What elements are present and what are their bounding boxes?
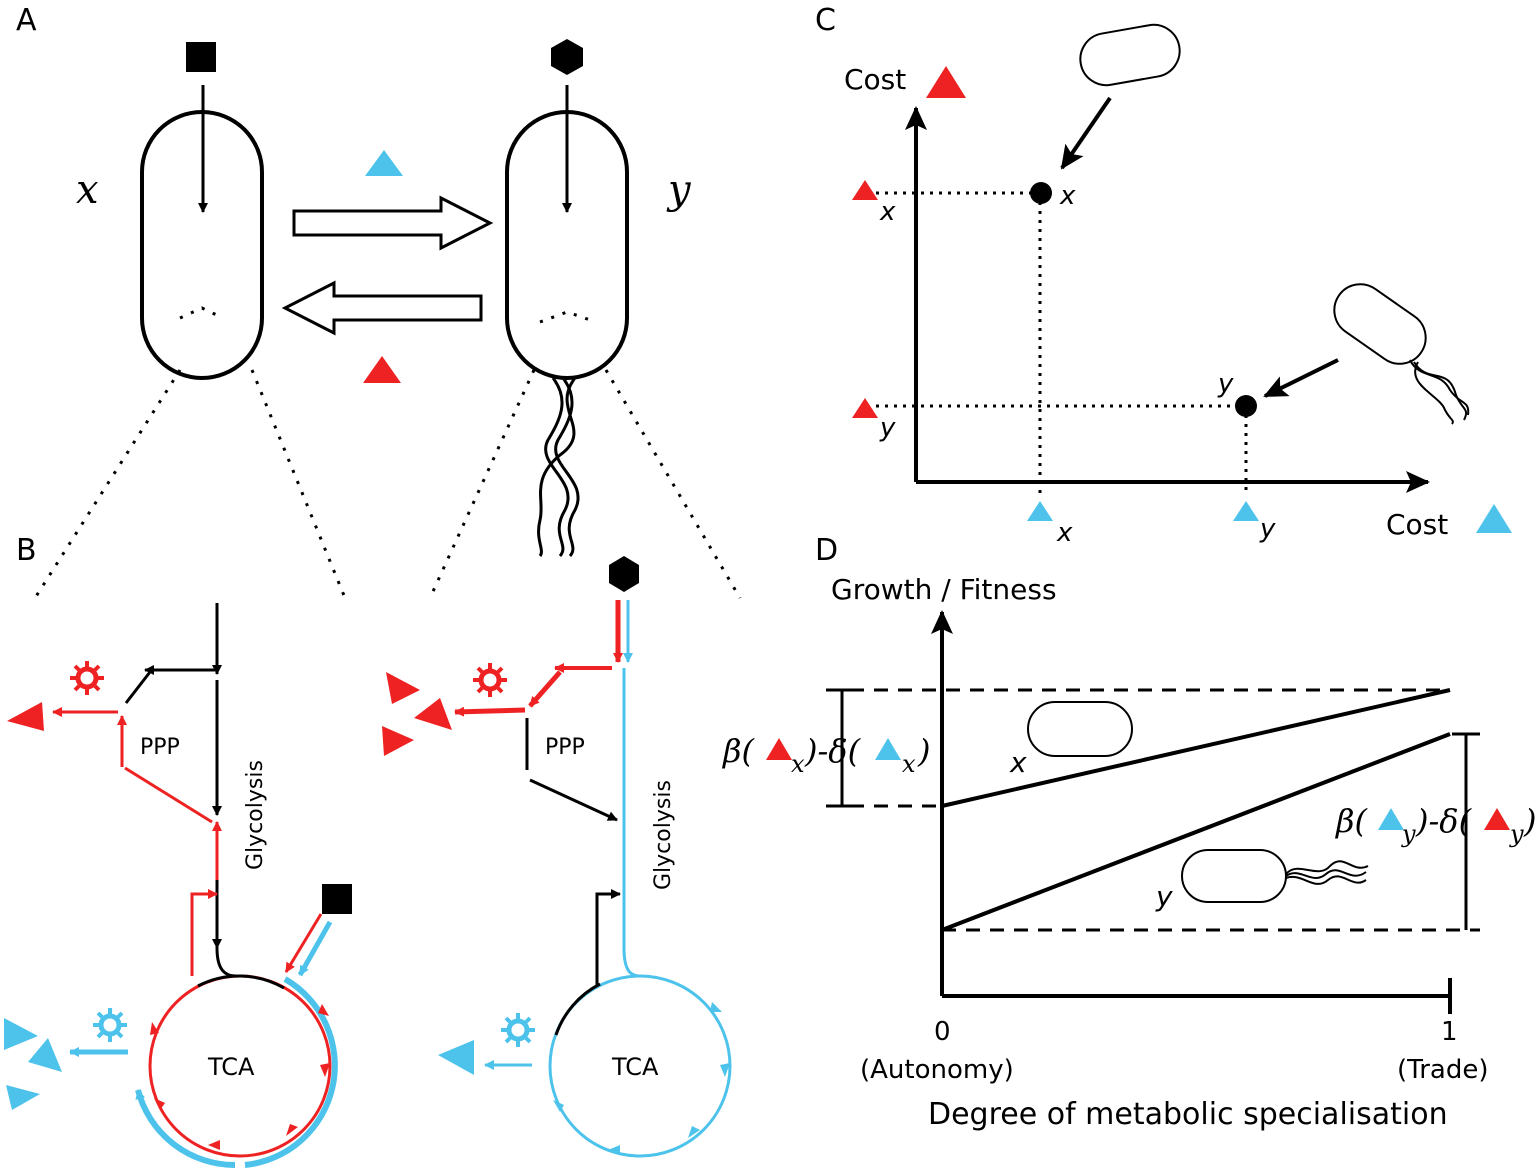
c-tick-x-y-icon xyxy=(1233,501,1259,521)
tca-label-x: TCA xyxy=(207,1053,255,1081)
d-line-x xyxy=(941,688,1451,808)
c-y-axis-label: Cost xyxy=(844,63,906,96)
exchange-arrow-x-to-y xyxy=(292,195,494,251)
chart-c: Cost Cost x y x y x y xyxy=(844,23,1512,548)
c-guides xyxy=(876,191,1248,496)
cell-x xyxy=(140,110,264,380)
substrate-hexagon-icon xyxy=(551,39,583,75)
d-bracket-y xyxy=(1452,732,1480,930)
c-point-x-label: x xyxy=(1059,181,1076,211)
d-tick-1: 1 xyxy=(1441,1017,1458,1047)
cell-y xyxy=(505,110,629,380)
c-pointer-x xyxy=(1060,96,1112,170)
d-y-axis-label: Growth / Fitness xyxy=(831,573,1057,606)
svg-text:y: y xyxy=(1401,820,1416,848)
d-cell-y-icon xyxy=(1181,849,1369,903)
exchange-arrow-y-to-x xyxy=(281,280,483,336)
svg-text:y: y xyxy=(1509,820,1524,848)
c-tick-y-x-icon xyxy=(852,180,878,200)
c-x-axis-label: Cost xyxy=(1386,508,1448,541)
c-point-x xyxy=(1030,182,1052,204)
c-point-y xyxy=(1235,395,1257,417)
d-tick-0: 0 xyxy=(934,1017,951,1047)
ppp-label-y: PPP xyxy=(545,735,585,760)
d-tick-1-sub: (Trade) xyxy=(1397,1055,1488,1085)
c-y-axis-icon xyxy=(926,66,966,98)
cell-y-label: y xyxy=(666,167,692,213)
svg-text:x: x xyxy=(791,750,805,778)
c-tick-x-x-icon xyxy=(1027,501,1053,521)
flagellum-y xyxy=(537,377,580,558)
c-point-y-label: y xyxy=(1217,369,1234,399)
svg-text:x: x xyxy=(902,750,916,778)
glycolysis-label-x: Glycolysis xyxy=(243,760,268,870)
c-tick-x-x: x xyxy=(1056,518,1073,548)
glycolysis-label-y: Glycolysis xyxy=(651,780,676,890)
network-y: PPP Glycolysis TCA xyxy=(382,556,732,1158)
cell-x-label: x xyxy=(76,167,99,213)
panel-label-b: B xyxy=(16,533,37,568)
svg-text:)-δ(: )-δ( xyxy=(1415,802,1473,840)
network-x: PPP Glycolysis TCA xyxy=(4,603,352,1169)
d-line-y-label: y xyxy=(1155,880,1173,913)
d-cell-x-icon xyxy=(1027,701,1133,757)
substrate-square-icon-b xyxy=(322,884,352,914)
blue-metabolite-icon xyxy=(365,150,403,176)
tca-label-y: TCA xyxy=(611,1053,659,1081)
d-bracket-x xyxy=(830,688,854,808)
panel-label-d: D xyxy=(815,533,838,568)
ppp-label-x: PPP xyxy=(140,735,180,760)
d-x-axis-label: Degree of metabolic specialisation xyxy=(928,1097,1448,1132)
zoom-lines xyxy=(33,306,742,599)
d-annot-x-red-icon xyxy=(766,738,792,760)
svg-text:β(: β( xyxy=(722,732,756,770)
c-pointer-y xyxy=(1263,358,1339,398)
c-tick-y-y: y xyxy=(879,413,896,443)
d-annotation-y: β( y )-δ( y ) xyxy=(1335,802,1536,848)
d-annot-x-blue-icon xyxy=(875,738,901,760)
panel-label-c: C xyxy=(815,3,836,38)
d-annot-y-blue-icon xyxy=(1378,808,1404,830)
chart-d: Growth / Fitness 0 (Autonomy) 1 (Trade) … xyxy=(722,573,1536,1132)
c-x-axis-icon xyxy=(1476,504,1512,533)
d-tick-0-sub: (Autonomy) xyxy=(860,1055,1014,1085)
substrate-square-icon xyxy=(186,42,216,72)
d-line-y xyxy=(941,732,1451,932)
c-tick-x-y: y xyxy=(1259,514,1276,544)
d-line-x-label: x xyxy=(1009,746,1027,779)
c-cell-y-icon xyxy=(1333,283,1470,425)
c-cell-x-icon xyxy=(1079,23,1181,87)
panel-label-a: A xyxy=(16,3,37,38)
d-annotation-x: β( x )-δ( x ) xyxy=(722,732,930,778)
red-metabolite-icon xyxy=(363,356,401,383)
svg-text:β(: β( xyxy=(1335,802,1369,840)
svg-text:)-δ(: )-δ( xyxy=(804,732,862,770)
svg-text:): ) xyxy=(917,732,930,770)
svg-text:): ) xyxy=(1523,802,1536,840)
d-dashed-levels xyxy=(826,688,1480,932)
c-tick-y-x: x xyxy=(879,197,896,227)
d-annot-y-red-icon xyxy=(1484,808,1510,830)
c-tick-y-y-icon xyxy=(852,398,878,418)
